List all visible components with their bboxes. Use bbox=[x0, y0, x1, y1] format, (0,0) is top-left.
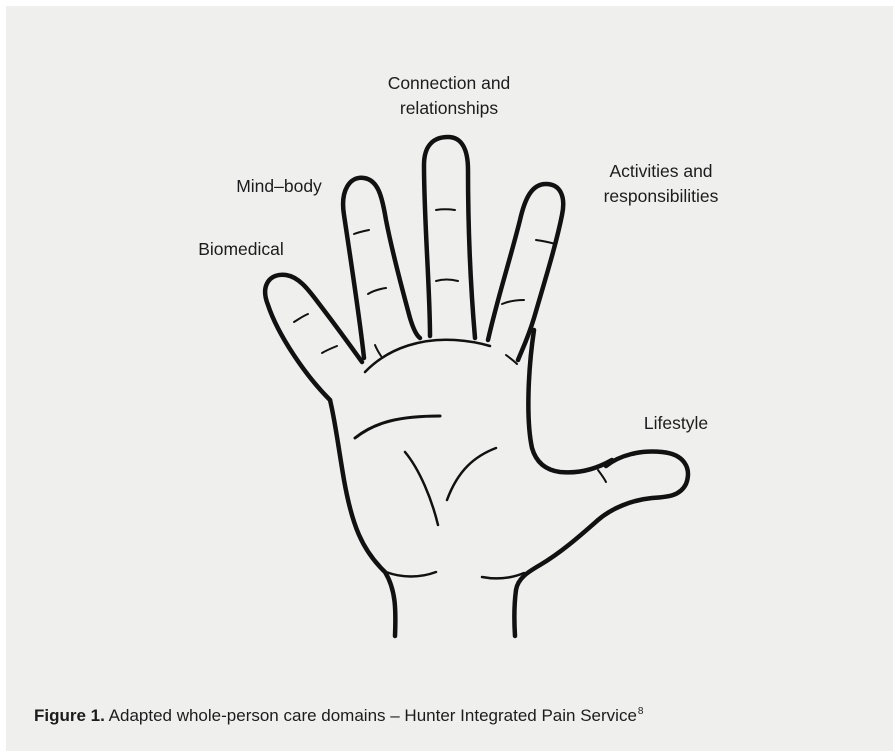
lifestyle-thumb bbox=[514, 452, 688, 636]
label-connection-and-relationships: Connection and relationships bbox=[349, 71, 549, 121]
label-mind-body: Mind–body bbox=[204, 174, 354, 199]
mind-body-finger bbox=[343, 178, 420, 358]
biomedical-finger bbox=[265, 275, 362, 400]
hand-right-edge bbox=[528, 330, 612, 472]
figure-panel: Connection and relationships Mind–body A… bbox=[6, 6, 893, 751]
palm-line-heart bbox=[355, 416, 440, 438]
figure-caption: Figure 1. Adapted whole-person care doma… bbox=[34, 706, 643, 726]
label-biomedical: Biomedical bbox=[171, 237, 311, 262]
palm-line-life bbox=[447, 448, 496, 500]
label-lifestyle: Lifestyle bbox=[616, 411, 736, 436]
reference-superscript: 8 bbox=[638, 706, 644, 717]
caption-text: Adapted whole-person care domains – Hunt… bbox=[105, 706, 637, 725]
hand-left-edge bbox=[330, 400, 395, 636]
activities-finger bbox=[488, 184, 563, 360]
figure-number: Figure 1. bbox=[34, 706, 105, 725]
label-activities-and-responsibilities: Activities and responsibilities bbox=[571, 159, 751, 209]
palm-line-head bbox=[405, 452, 438, 525]
connection-finger bbox=[424, 137, 475, 338]
